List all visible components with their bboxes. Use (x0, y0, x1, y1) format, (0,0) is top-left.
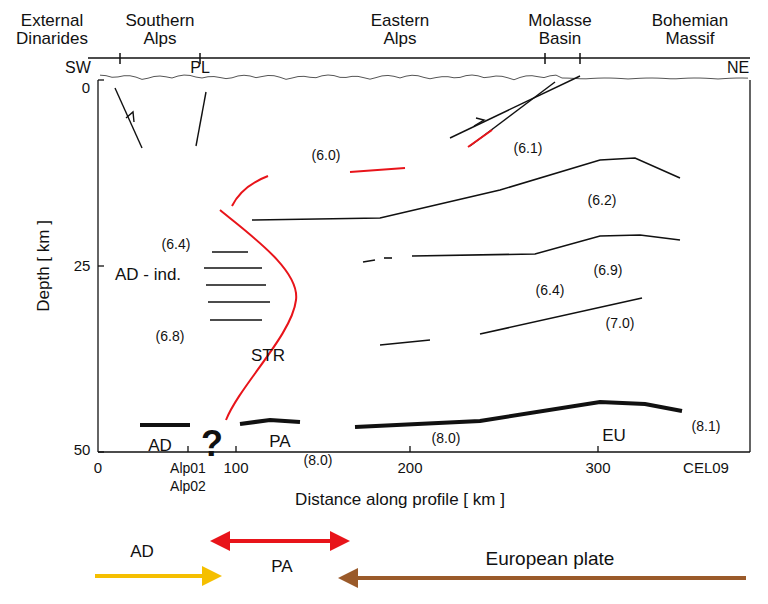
axes (98, 80, 750, 452)
site-label: PL (190, 60, 210, 77)
plate-label: PA (271, 558, 292, 576)
velocity-label: (6.4) (162, 237, 191, 252)
plate-label: PA (269, 433, 290, 451)
tick-label: 0 (82, 80, 90, 96)
question-mark: ? (201, 425, 223, 463)
region-name: Molasse Basin (514, 12, 606, 48)
plate-label: AD (130, 543, 154, 561)
tick-label: 300 (585, 460, 610, 476)
velocity-label: (6.2) (588, 193, 617, 208)
direction-label: SW (65, 60, 91, 77)
red-reflector (468, 130, 492, 147)
region-name: External Dinarides (4, 12, 100, 48)
profile-name: Alp01 (170, 461, 206, 476)
topography (100, 75, 748, 80)
velocity-label: (8.0) (304, 453, 333, 468)
plate-label: EU (602, 427, 626, 445)
region-name: Southern Alps (114, 12, 206, 48)
velocity-label: (6.9) (594, 263, 623, 278)
adria-arrow (95, 574, 218, 578)
direction-label: NE (727, 60, 749, 77)
tick-label: 25 (74, 258, 91, 274)
tick-label: 200 (397, 460, 422, 476)
region-bar (88, 53, 750, 64)
plate-label: European plate (486, 549, 615, 569)
red-reflectors (220, 168, 405, 420)
european-plate-arrow (342, 576, 746, 580)
pannonian-arrow (214, 539, 346, 543)
tick-label: 50 (74, 442, 91, 458)
velocity-label: (6.8) (156, 329, 185, 344)
plate-label: AD (148, 437, 172, 455)
velocity-label: (7.0) (606, 316, 635, 331)
moho (140, 402, 682, 427)
tick-label: 100 (223, 460, 248, 476)
velocity-label: (8.1) (692, 419, 721, 434)
fault-lines (115, 76, 580, 148)
velocity-label: (6.0) (312, 148, 341, 163)
profile-name: Alp02 (170, 479, 206, 494)
region-name: Bohemian Massif (642, 12, 738, 48)
unit-label: AD - ind. (115, 266, 181, 284)
velocity-label: (6.1) (514, 141, 543, 156)
axis-title: Depth [ km ] (35, 220, 53, 312)
region-name: Eastern Alps (354, 12, 446, 48)
velocity-label: (8.0) (432, 431, 461, 446)
velocity-label: (6.4) (536, 283, 565, 298)
reflectors (204, 158, 680, 345)
unit-label: STR (251, 347, 285, 365)
tick-label: 0 (94, 460, 102, 476)
profile-name: CEL09 (683, 460, 729, 476)
axis-title: Distance along profile [ km ] (295, 491, 505, 509)
